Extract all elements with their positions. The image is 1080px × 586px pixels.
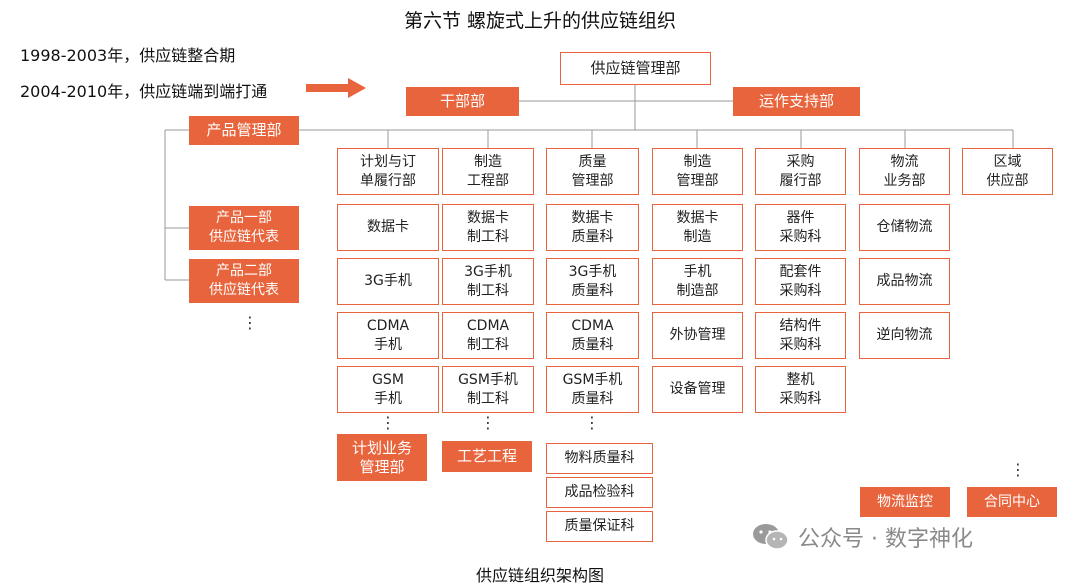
process-eng: 工艺工程 xyxy=(442,441,532,472)
col2-ellipsis: ⋮ xyxy=(480,413,496,432)
page-title: 第六节 螺旋式上升的供应链组织 xyxy=(403,10,677,32)
material-quality: 物料质量科 xyxy=(546,443,653,474)
supply-chain-mgmt-box: 供应链管理部 xyxy=(560,52,711,85)
right-ellipsis: ⋮ xyxy=(1010,460,1026,479)
col3-ellipsis: ⋮ xyxy=(584,413,600,432)
arrow-right-icon xyxy=(306,78,366,98)
dept-logistics: 物流 业务部 xyxy=(859,148,950,195)
plan-business-mgmt: 计划业务 管理部 xyxy=(337,434,427,481)
period-2: 2004-2010年，供应链端到端打通 xyxy=(20,82,268,101)
dept-item: 配套件 采购科 xyxy=(755,258,846,305)
dept-item: GSM手机 制工科 xyxy=(442,366,534,413)
product-rep-1: 产品一部 供应链代表 xyxy=(189,206,299,250)
dept-item: CDMA 质量科 xyxy=(546,312,639,359)
dept-item: 仓储物流 xyxy=(859,204,950,251)
yunzuo-support-box: 运作支持部 xyxy=(733,87,860,116)
product-mgmt-box: 产品管理部 xyxy=(189,116,299,145)
gan-bu-box: 干部部 xyxy=(406,87,519,116)
contract-center: 合同中心 xyxy=(967,487,1057,517)
product-ellipsis: ⋮ xyxy=(242,313,258,332)
dept-purchase: 采购 履行部 xyxy=(755,148,846,195)
dept-quality: 质量 管理部 xyxy=(546,148,639,195)
dept-item: 手机 制造部 xyxy=(652,258,743,305)
dept-item: 数据卡 制工科 xyxy=(442,204,534,251)
dept-item: 整机 采购科 xyxy=(755,366,846,413)
logistics-monitoring: 物流监控 xyxy=(860,487,950,517)
wechat-icon xyxy=(753,524,789,550)
watermark-text: 公众号 · 数字神化 xyxy=(798,527,973,552)
dept-item: 外协管理 xyxy=(652,312,743,359)
dept-mfg-eng: 制造 工程部 xyxy=(442,148,534,195)
dept-regional: 区域 供应部 xyxy=(962,148,1053,195)
dept-item: CDMA 制工科 xyxy=(442,312,534,359)
watermark: 公众号 · 数字神化 xyxy=(752,521,973,553)
dept-item: CDMA 手机 xyxy=(337,312,439,359)
dept-mfg-mgmt: 制造 管理部 xyxy=(652,148,743,195)
dept-item: 逆向物流 xyxy=(859,312,950,359)
dept-item: 数据卡 质量科 xyxy=(546,204,639,251)
dept-item: GSM手机 质量科 xyxy=(546,366,639,413)
dept-item: 器件 采购科 xyxy=(755,204,846,251)
product-rep-2: 产品二部 供应链代表 xyxy=(189,259,299,303)
dept-item: 3G手机 制工科 xyxy=(442,258,534,305)
dept-item: 数据卡 制造 xyxy=(652,204,743,251)
dept-item: 结构件 采购科 xyxy=(755,312,846,359)
dept-item: 3G手机 质量科 xyxy=(546,258,639,305)
dept-item: 设备管理 xyxy=(652,366,743,413)
quality-assurance: 质量保证科 xyxy=(546,511,653,542)
dept-item: 3G手机 xyxy=(337,258,439,305)
dept-plan-order: 计划与订 单履行部 xyxy=(337,148,439,195)
col1-ellipsis: ⋮ xyxy=(380,413,396,432)
product-inspection: 成品检验科 xyxy=(546,477,653,508)
dept-item: 数据卡 xyxy=(337,204,439,251)
dept-item: GSM 手机 xyxy=(337,366,439,413)
caption: 供应链组织架构图 xyxy=(475,566,604,585)
dept-item: 成品物流 xyxy=(859,258,950,305)
period-1: 1998-2003年，供应链整合期 xyxy=(20,46,236,65)
